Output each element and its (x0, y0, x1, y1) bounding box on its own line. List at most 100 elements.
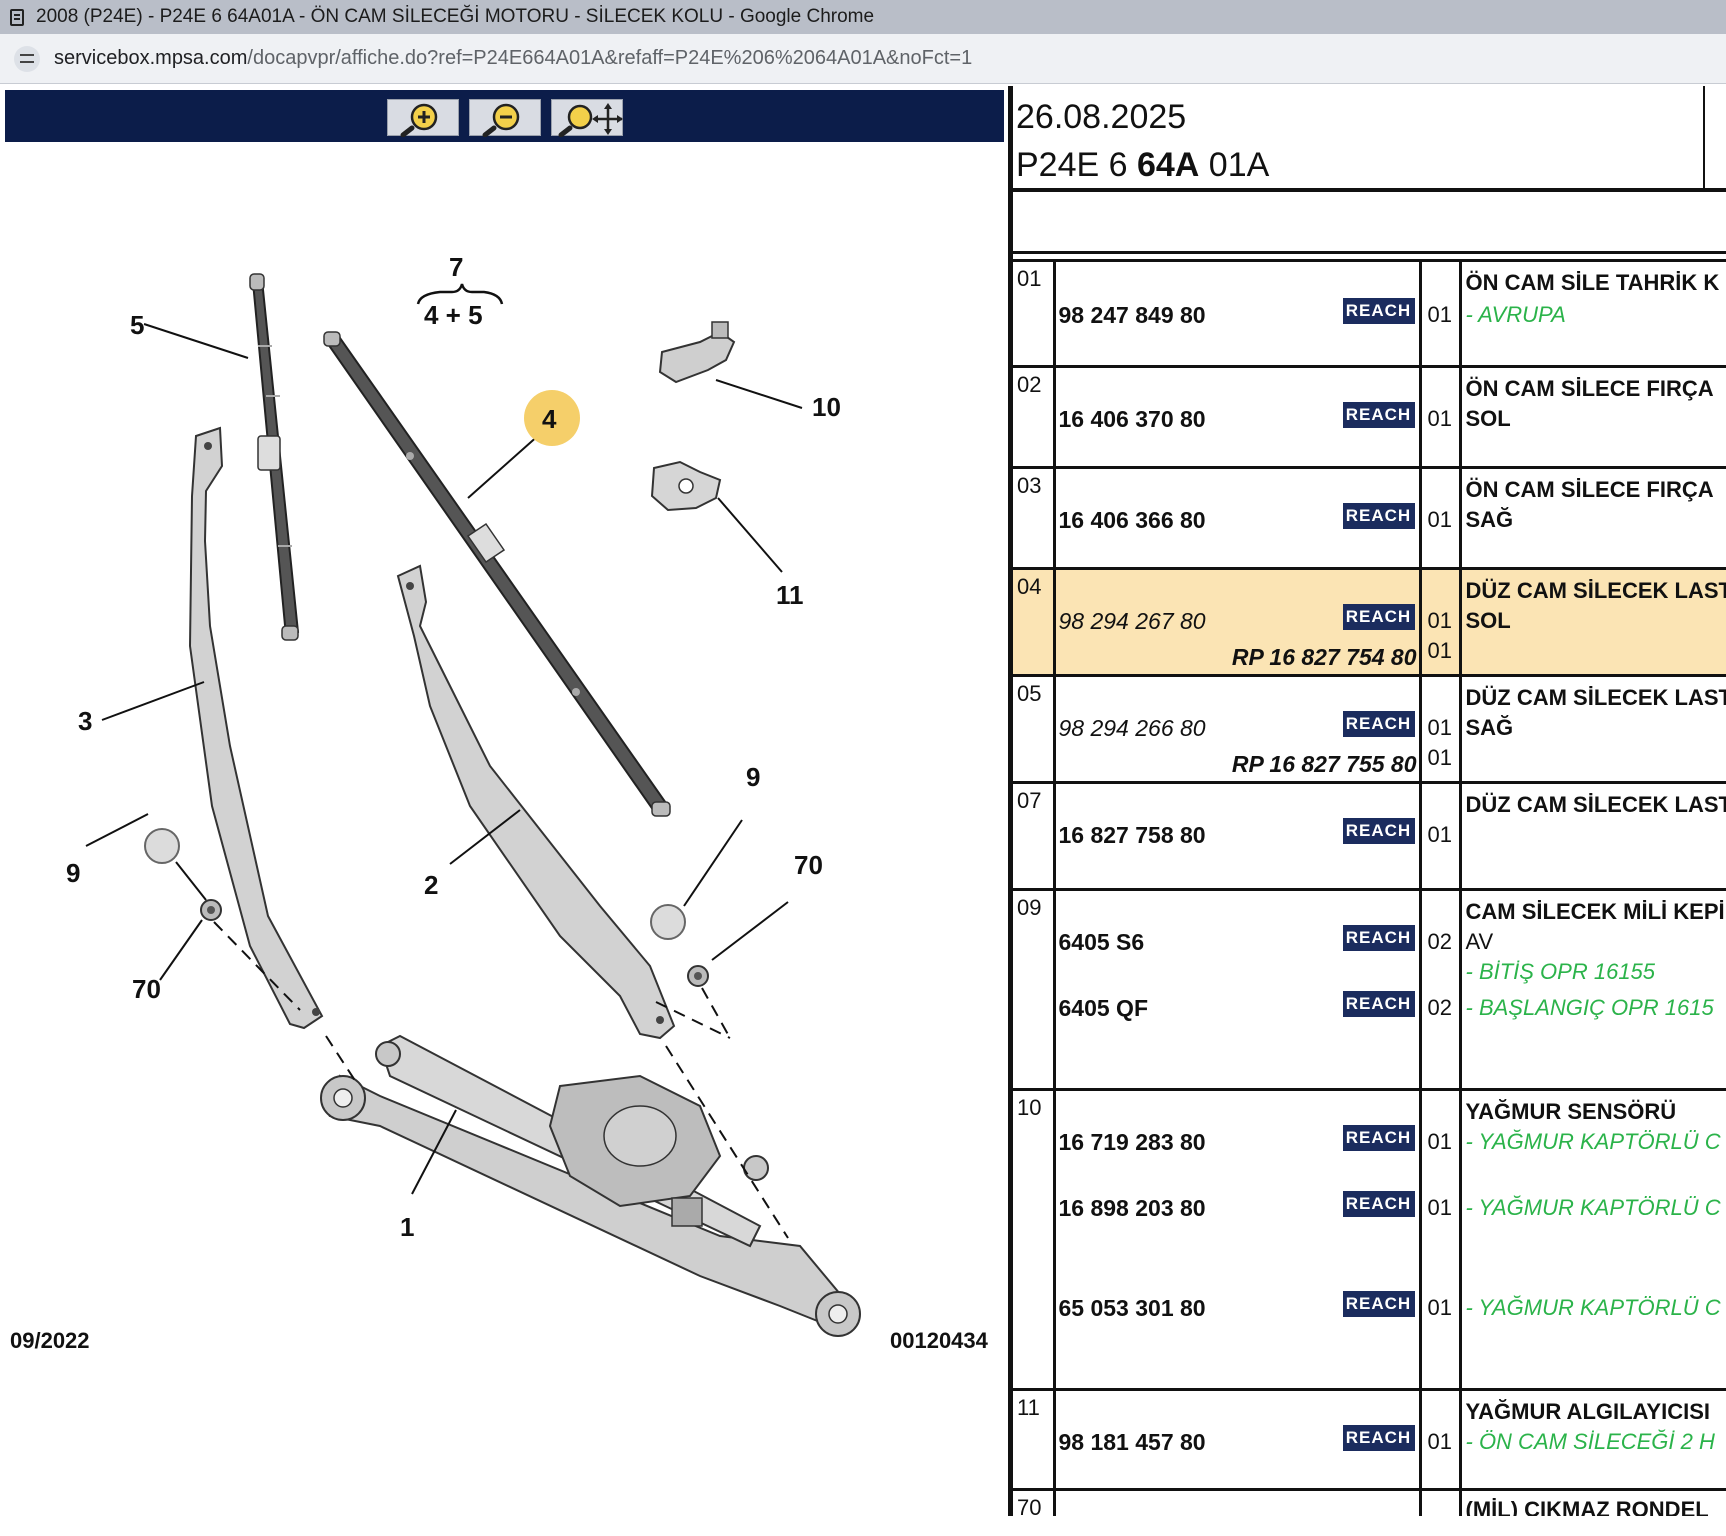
part-70-nut-right[interactable] (687, 965, 709, 987)
table-row[interactable]: 01 98 247 849 80 REACH 01 ÖN CAM SİLE TA… (1013, 259, 1726, 367)
part-number[interactable]: 16 406 366 80 (1058, 507, 1206, 533)
reach-badge[interactable]: REACH (1342, 1125, 1415, 1151)
ref-prefix: P24E 6 (1016, 146, 1137, 184)
quantity-cell (1420, 1488, 1462, 1516)
part-4-wiper-blade[interactable] (323, 331, 671, 817)
description: ÖN CAM SİLE TAHRİK K (1465, 270, 1720, 295)
callout-7-sub: 4 + 5 (424, 300, 483, 330)
url-text[interactable]: servicebox.mpsa.com/docapvpr/affiche.do?… (54, 47, 972, 70)
part-70-nut-left[interactable] (200, 899, 222, 921)
reach-badge[interactable]: REACH (1342, 711, 1415, 737)
callout-10[interactable]: 10 (812, 392, 841, 422)
header-date: 26.08.2025 (1016, 98, 1187, 136)
part-number[interactable]: 16 898 203 80 (1058, 1195, 1206, 1221)
part-number-cell: 98 294 267 80 REACH RP 16 827 754 80 (1054, 567, 1422, 676)
replacement-part-number[interactable]: RP 16 827 754 80 (1231, 644, 1417, 670)
diagram-date: 09/2022 (10, 1328, 90, 1353)
reach-badge[interactable]: REACH (1342, 503, 1415, 529)
item-number: 04 (1013, 567, 1056, 676)
table-row[interactable]: 10 16 719 283 80 REACH 16 898 203 80 REA… (1013, 1088, 1726, 1390)
reach-badge[interactable]: REACH (1342, 1291, 1415, 1317)
parts-list-pane: 26.08.2025 P24E 6 64A 01A 01 98 247 849 … (1013, 86, 1726, 1516)
reach-badge[interactable]: REACH (1342, 402, 1415, 428)
description-cell: ÖN CAM SİLECE FIRÇA SOL (1460, 365, 1726, 468)
note: - YAĞMUR KAPTÖRLÜ C (1465, 1195, 1721, 1220)
description: CAM SİLECEK MİLİ KEPİ (1465, 899, 1725, 924)
part-number-cell (1054, 1488, 1422, 1516)
description-cell: ÖN CAM SİLECE FIRÇA SAĞ (1460, 466, 1726, 569)
callout-3[interactable]: 3 (78, 706, 92, 736)
note: - YAĞMUR KAPTÖRLÜ C (1465, 1295, 1721, 1320)
part-3-wiper-arm[interactable] (188, 426, 324, 1030)
part-number[interactable]: 98 294 266 80 (1058, 715, 1206, 741)
reach-badge[interactable]: REACH (1342, 925, 1415, 951)
item-number: 01 (1013, 259, 1056, 367)
part-9-cap-right[interactable] (650, 904, 686, 940)
description: DÜZ CAM SİLECEK LAST (1465, 792, 1726, 817)
table-row[interactable]: 03 16 406 366 80 REACH 01 ÖN CAM SİLECE … (1013, 466, 1726, 569)
table-row[interactable]: 09 6405 S6 REACH 6405 QF REACH 02 02 CAM… (1013, 888, 1726, 1090)
callout-7[interactable]: 7 (449, 252, 463, 282)
window-title: 2008 (P24E) - P24E 6 64A01A - ÖN CAM SİL… (36, 6, 875, 27)
description-cell: CAM SİLECEK MİLİ KEPİ AV - BİTİŞ OPR 161… (1460, 888, 1726, 1090)
parts-header: 26.08.2025 P24E 6 64A 01A (1013, 86, 1726, 192)
address-bar[interactable]: servicebox.mpsa.com/docapvpr/affiche.do?… (0, 34, 1726, 84)
callout-70-left[interactable]: 70 (132, 974, 161, 1004)
callout-9-left[interactable]: 9 (66, 858, 80, 888)
site-settings-icon[interactable] (14, 45, 40, 72)
table-row-selected[interactable]: 04 98 294 267 80 REACH RP 16 827 754 80 … (1013, 567, 1726, 676)
pane-divider[interactable] (1008, 86, 1013, 1516)
part-number[interactable]: 98 247 849 80 (1058, 302, 1206, 328)
note: - YAĞMUR KAPTÖRLÜ C (1465, 1129, 1721, 1154)
zoom-pan-icon (558, 103, 623, 137)
part-9-cap-left[interactable] (144, 828, 180, 864)
quantity-cell: 01 (1420, 259, 1462, 367)
part-number[interactable]: 16 719 283 80 (1058, 1129, 1206, 1155)
table-row[interactable]: 07 16 827 758 80 REACH 01 DÜZ CAM SİLECE… (1013, 781, 1726, 890)
callout-5[interactable]: 5 (130, 310, 144, 340)
table-row[interactable]: 02 16 406 370 80 REACH 01 ÖN CAM SİLECE … (1013, 365, 1726, 468)
quantity-cell: 01 (1420, 466, 1462, 569)
callout-9-right[interactable]: 9 (746, 762, 760, 792)
reach-badge[interactable]: REACH (1342, 818, 1415, 844)
part-11-sensor-bracket[interactable] (650, 460, 722, 512)
description-cell: YAĞMUR ALGILAYICISI - ÖN CAM SİLECEĞİ 2 … (1460, 1388, 1726, 1490)
quantity-cell: 01 (1420, 1388, 1462, 1490)
part-number[interactable]: 6405 S6 (1058, 929, 1145, 955)
reach-badge[interactable]: REACH (1342, 604, 1415, 630)
part-10-rain-sensor[interactable] (658, 321, 736, 384)
callout-2[interactable]: 2 (424, 870, 438, 900)
reach-badge[interactable]: REACH (1342, 1425, 1415, 1451)
part-2-wiper-arm[interactable] (396, 564, 676, 1040)
zoom-pan-button[interactable] (551, 99, 623, 137)
part-number[interactable]: 98 294 267 80 (1058, 608, 1206, 634)
item-number: 09 (1013, 888, 1056, 1090)
callout-1[interactable]: 1 (400, 1212, 414, 1242)
table-row[interactable]: 05 98 294 266 80 REACH RP 16 827 755 80 … (1013, 674, 1726, 783)
replacement-part-number[interactable]: RP 16 827 755 80 (1231, 751, 1417, 777)
table-row[interactable]: 11 98 181 457 80 REACH 01 YAĞMUR ALGILAY… (1013, 1388, 1726, 1490)
part-number[interactable]: 16 827 758 80 (1058, 822, 1206, 848)
reach-badge[interactable]: REACH (1342, 991, 1415, 1017)
part-number[interactable]: 6405 QF (1058, 995, 1149, 1021)
reach-badge[interactable]: REACH (1342, 1191, 1415, 1217)
callout-70-right[interactable]: 70 (794, 850, 823, 880)
part-5-wiper-blade[interactable] (249, 273, 300, 641)
quantity: 01 (1427, 507, 1452, 532)
callout-4[interactable]: 4 (542, 404, 557, 434)
table-row[interactable]: 70 (MİL) ÇIKMAZ RONDEL (1013, 1488, 1726, 1516)
part-1-wiper-linkage-motor[interactable] (320, 1034, 861, 1337)
diagram-code: 00120434 (890, 1328, 988, 1353)
callout-11[interactable]: 11 (776, 580, 804, 610)
quantity: 02 (1427, 929, 1452, 954)
part-number-cell: 16 406 366 80 REACH (1054, 466, 1422, 569)
quantity: 01 (1427, 1429, 1452, 1454)
quantity: 01 (1427, 1129, 1452, 1154)
reach-badge[interactable]: REACH (1342, 298, 1415, 324)
zoom-out-button[interactable] (469, 99, 541, 137)
part-number[interactable]: 98 181 457 80 (1058, 1429, 1206, 1455)
part-number[interactable]: 16 406 370 80 (1058, 406, 1206, 432)
part-number[interactable]: 65 053 301 80 (1058, 1295, 1206, 1321)
zoom-in-button[interactable] (387, 99, 459, 137)
note: - AVRUPA (1465, 302, 1566, 327)
